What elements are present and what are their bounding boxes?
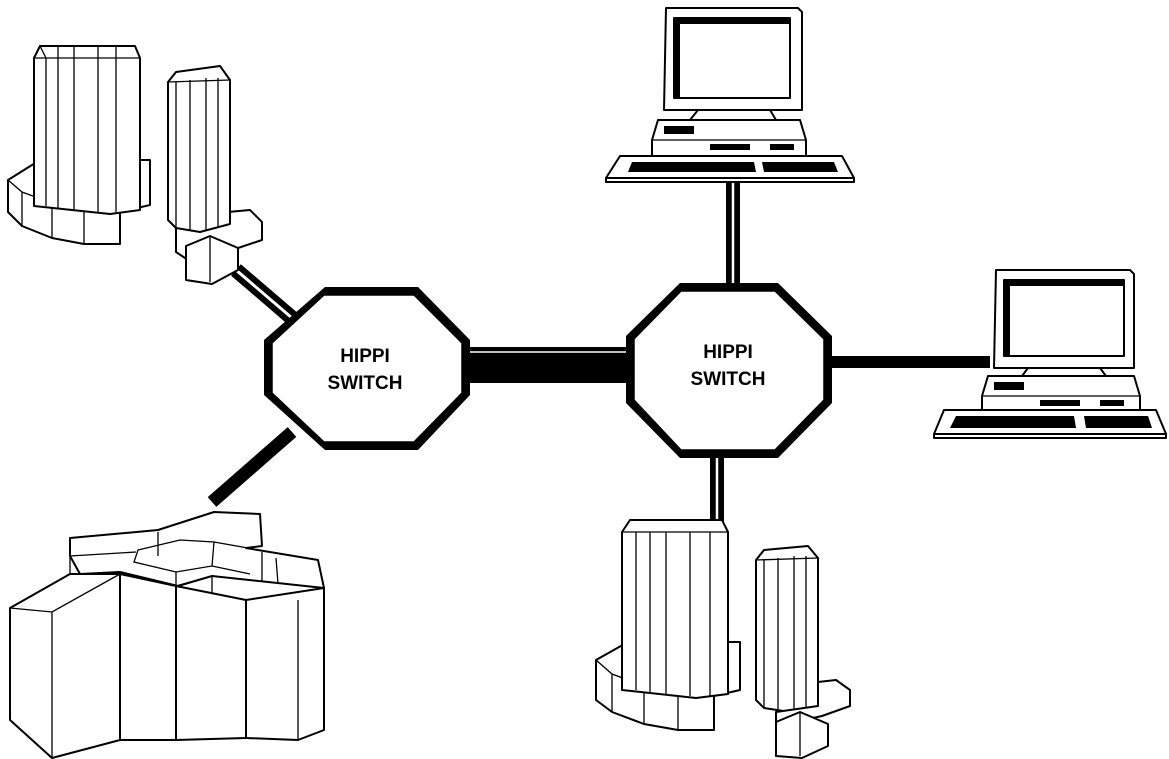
switch-octagon-face [633, 290, 825, 451]
cross-shaped-parallel-computer-icon [9, 511, 325, 759]
cray-supercomputer-icon [7, 45, 263, 285]
workstation-icon [605, 7, 855, 183]
link-switch1-parallel-computer [207, 427, 297, 507]
cray-supercomputer-icon [595, 519, 851, 759]
switch-octagon-face [271, 294, 463, 443]
link-switch2-workstation-right [826, 356, 990, 368]
link-switch1-supercomputer-top [231, 264, 297, 324]
switch-label-line2: SWITCH [328, 373, 403, 394]
switch-label-line1: HIPPI [340, 346, 390, 367]
switch-label-line1: HIPPI [703, 342, 753, 363]
hippi-switch-left: HIPPI SWITCH [264, 287, 470, 450]
workstation-icon [933, 269, 1167, 439]
link-switch1-switch2 [460, 347, 630, 383]
switch-label-line2: SWITCH [691, 369, 766, 390]
hippi-switch-right: HIPPI SWITCH [626, 283, 832, 458]
link-switch2-workstation-top [726, 182, 740, 286]
